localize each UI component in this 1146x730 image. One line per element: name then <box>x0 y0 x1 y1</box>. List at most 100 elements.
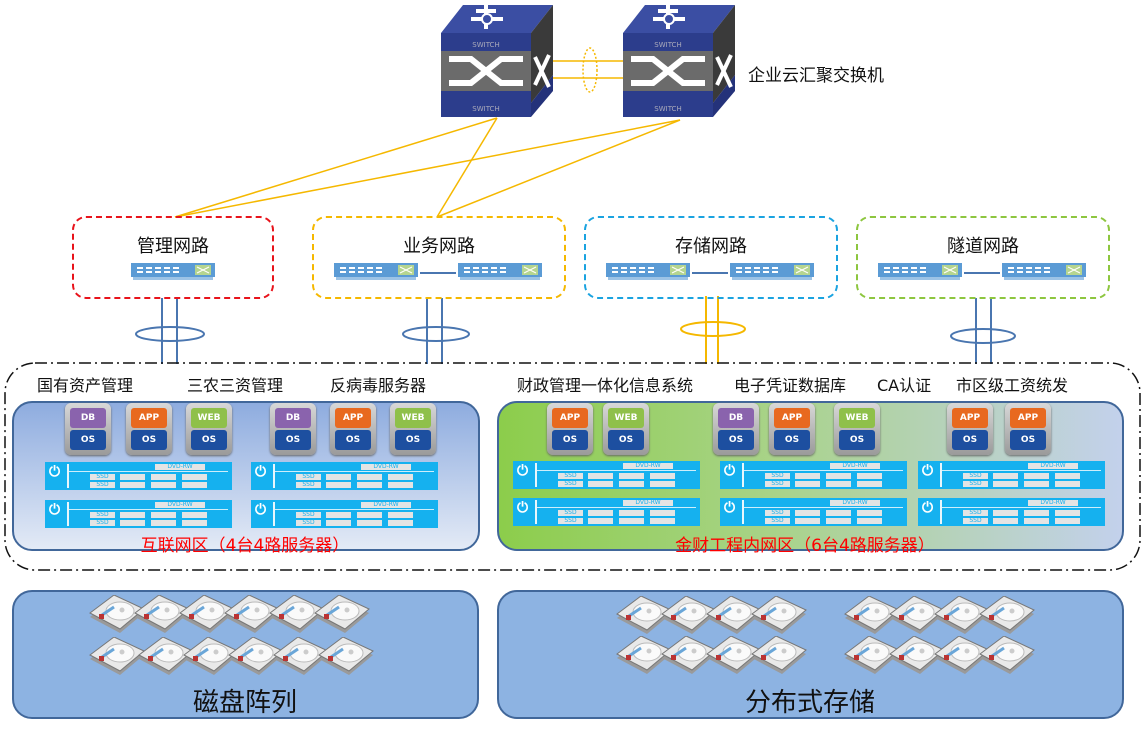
rack-server[interactable]: ⏻ DVD-RW SSD SSD <box>45 500 232 528</box>
drive-slot <box>182 520 207 526</box>
drive-slot <box>619 473 644 479</box>
os-chip: OS <box>718 430 754 450</box>
system-label: 三农三资管理 <box>187 376 284 395</box>
app-chip: APP <box>552 408 588 428</box>
ssd-slot: SSD <box>963 518 988 524</box>
app-chip: APP <box>1010 408 1046 428</box>
ssd-slot: SSD <box>558 518 583 524</box>
drive-slot <box>151 520 176 526</box>
drive-slot <box>326 482 351 488</box>
drive-slot <box>388 474 413 480</box>
drive-slot <box>650 473 675 479</box>
network-group-2: 存储网路 <box>584 216 838 299</box>
hard-disk-icon <box>615 595 673 638</box>
access-switch-icon[interactable] <box>730 263 814 281</box>
power-icon[interactable]: ⏻ <box>49 464 61 480</box>
access-switch-icon[interactable] <box>878 263 962 281</box>
server-divider <box>535 500 537 524</box>
dvd-drive: DVD-RW <box>361 464 411 470</box>
drive-slot <box>120 512 145 518</box>
power-icon[interactable]: ⏻ <box>724 463 736 479</box>
access-switch-icon[interactable] <box>606 263 690 281</box>
drive-slot <box>182 482 207 488</box>
intranet-zone-label: 金财工程内网区（6台4路服务器） <box>675 536 935 556</box>
svg-text:SWITCH: SWITCH <box>472 105 499 113</box>
core-switch-icon[interactable]: SWITCH SWITCH <box>441 4 553 119</box>
hard-disk-icon <box>843 595 901 638</box>
hard-disk-icon <box>313 594 371 637</box>
drive-slot <box>357 520 382 526</box>
hard-disk-icon <box>227 636 285 679</box>
svg-text:SWITCH: SWITCH <box>654 105 681 113</box>
disk-array-title: 磁盘阵列 <box>192 688 298 718</box>
drive-slot <box>326 520 351 526</box>
access-switch-icon[interactable] <box>334 263 418 281</box>
drive-slot <box>826 518 851 524</box>
dvd-drive: DVD-RW <box>361 502 411 508</box>
ssd-slot: SSD <box>90 512 115 518</box>
server-line <box>69 471 228 472</box>
dvd-drive: DVD-RW <box>1028 463 1078 469</box>
access-switch-icon[interactable] <box>1002 263 1086 281</box>
db-chip: DB <box>275 408 311 428</box>
access-switch-icon[interactable] <box>131 263 215 281</box>
hard-disk-icon <box>317 636 375 679</box>
network-title: 存储网路 <box>675 236 747 257</box>
drive-slot <box>326 512 351 518</box>
dvd-drive: DVD-RW <box>623 500 673 506</box>
drive-slot <box>151 474 176 480</box>
power-icon[interactable]: ⏻ <box>922 500 934 516</box>
power-icon[interactable]: ⏻ <box>724 500 736 516</box>
power-icon[interactable]: ⏻ <box>255 464 267 480</box>
ssd-slot: SSD <box>90 520 115 526</box>
drive-slot <box>182 474 207 480</box>
power-icon[interactable]: ⏻ <box>922 463 934 479</box>
server-line <box>275 471 434 472</box>
server-line <box>942 507 1101 508</box>
core-switch-icon[interactable]: SWITCH SWITCH <box>623 4 735 119</box>
app-chip: APP <box>131 408 167 428</box>
dvd-drive: DVD-RW <box>155 502 205 508</box>
hard-disk-icon <box>137 636 195 679</box>
drive-slot <box>120 474 145 480</box>
drive-slot <box>588 473 613 479</box>
hard-disk-icon <box>182 636 240 679</box>
power-icon[interactable]: ⏻ <box>255 502 267 518</box>
dvd-drive: DVD-RW <box>623 463 673 469</box>
access-switch-icon[interactable] <box>458 263 542 281</box>
power-icon[interactable]: ⏻ <box>517 463 529 479</box>
ssd-slot: SSD <box>765 518 790 524</box>
server-line <box>69 509 228 510</box>
ssd-slot: SSD <box>90 482 115 488</box>
link-aggregation-ring <box>135 326 205 342</box>
power-icon[interactable]: ⏻ <box>49 502 61 518</box>
drive-slot <box>1024 510 1049 516</box>
hard-disk-icon <box>978 635 1036 678</box>
uplink-line <box>174 119 681 218</box>
os-chip: OS <box>608 430 644 450</box>
power-icon[interactable]: ⏻ <box>517 500 529 516</box>
